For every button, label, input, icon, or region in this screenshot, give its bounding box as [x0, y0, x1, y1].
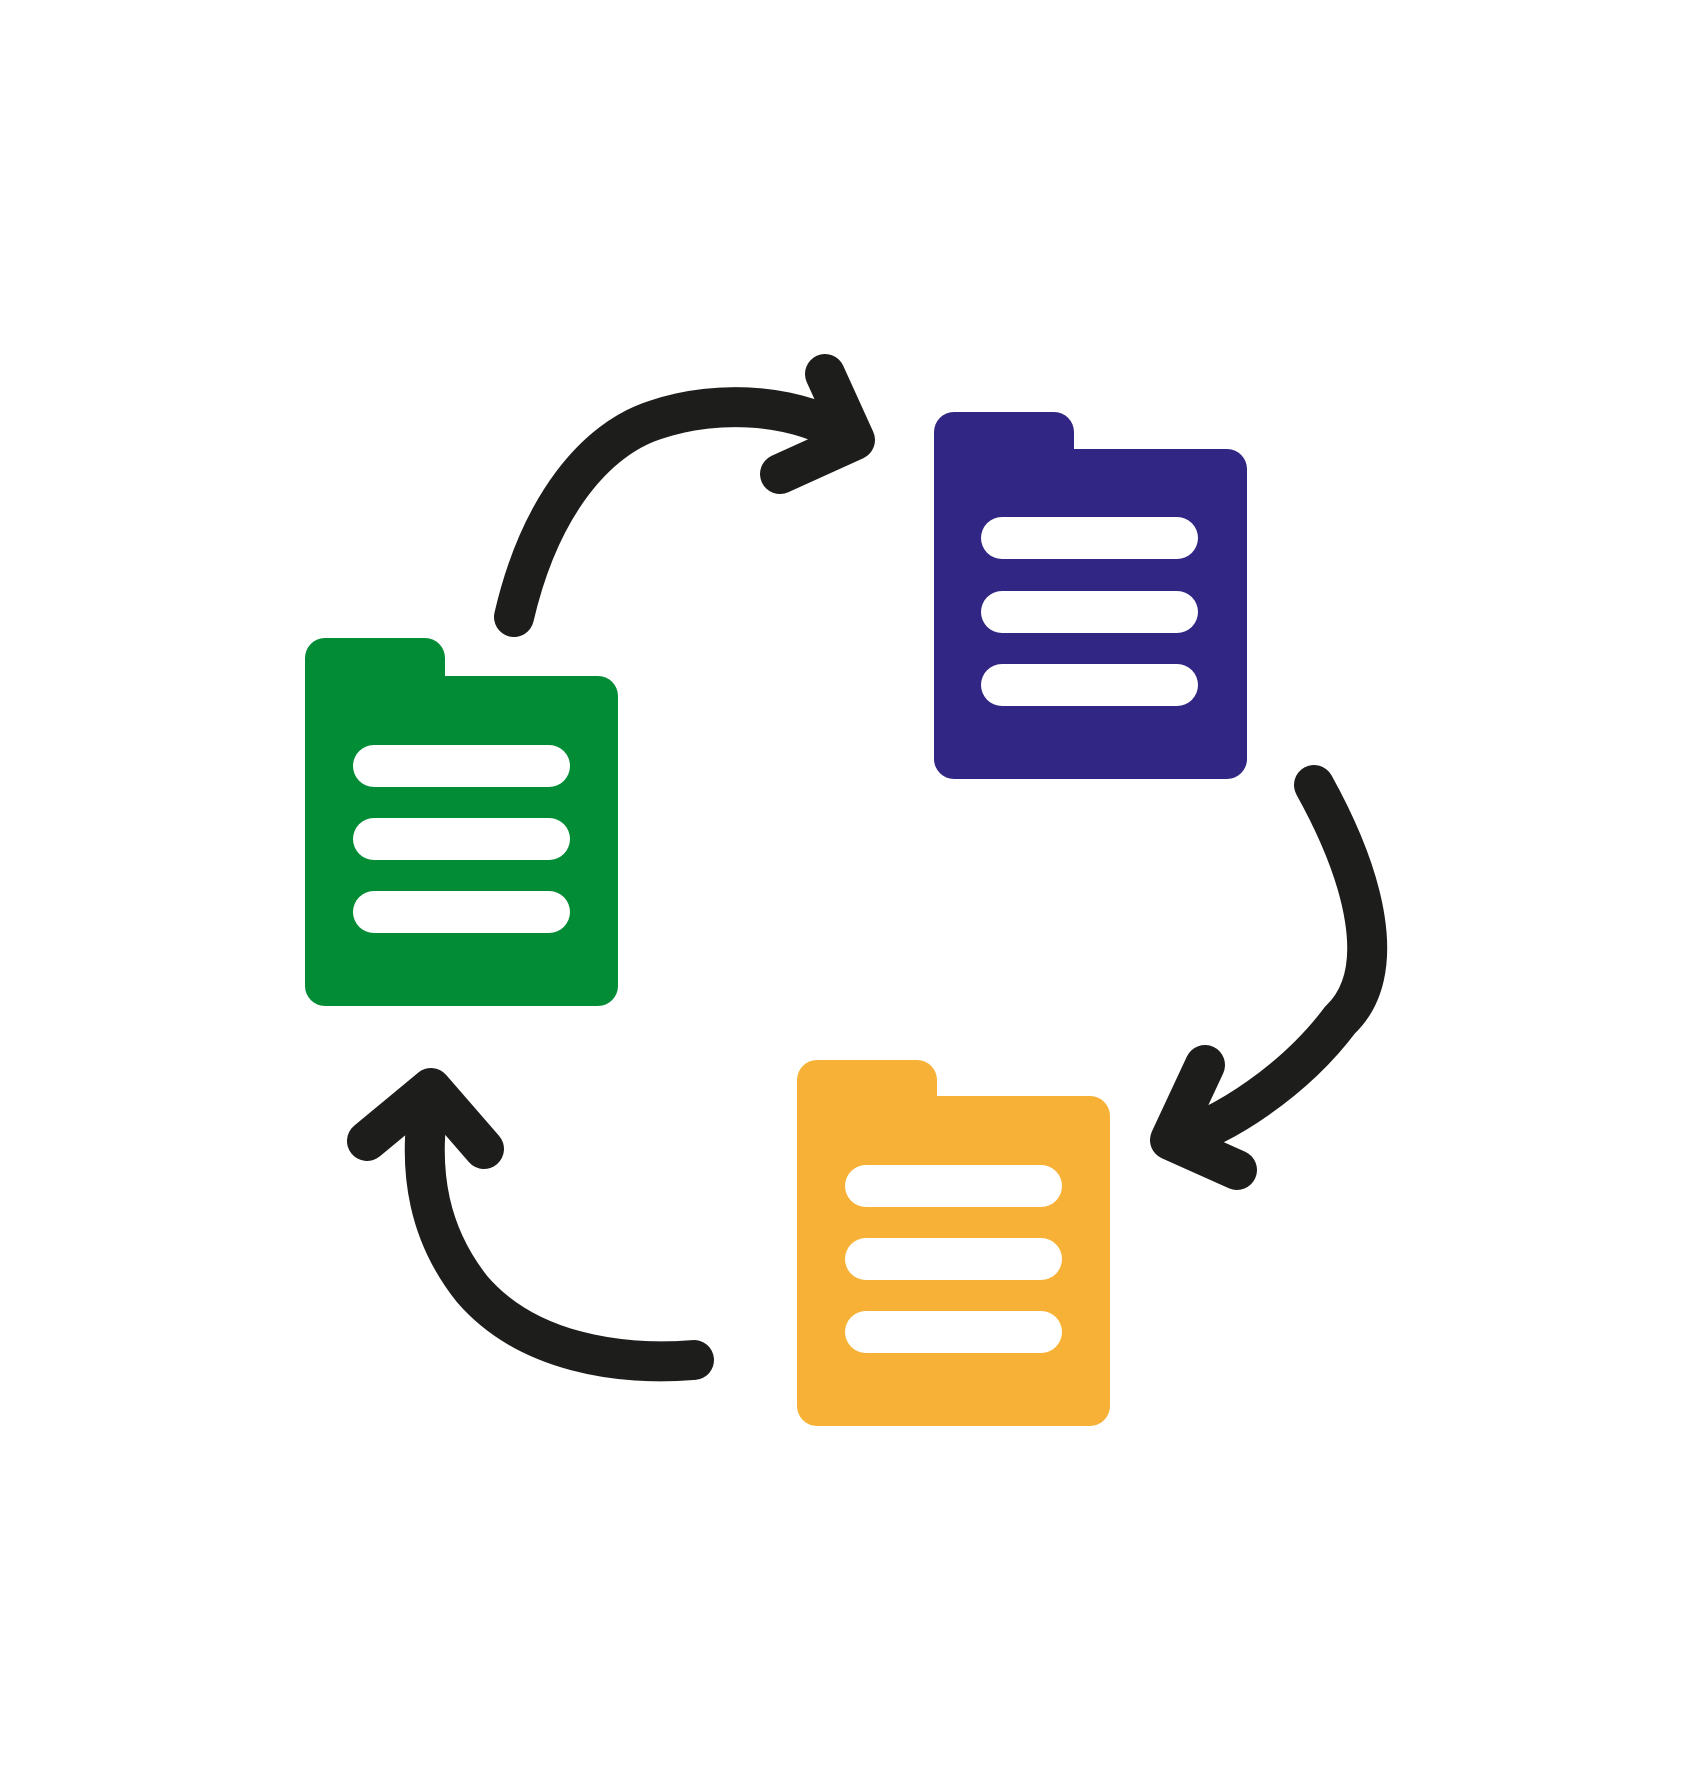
folder-document-icon: [934, 412, 1247, 779]
arrow-purple-to-yellow: [1150, 765, 1388, 1190]
arrow-yellow-to-green: [347, 1068, 714, 1382]
arrow-green-to-purple: [494, 354, 875, 637]
folder-document-icon: [797, 1060, 1110, 1426]
folder-document-icon: [305, 638, 618, 1006]
